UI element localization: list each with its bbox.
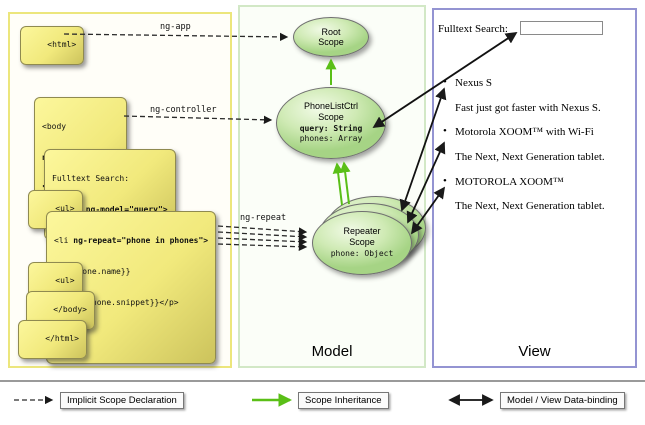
scope-prop-phone: phone: Object <box>330 249 394 259</box>
code-text: <li <box>54 235 74 245</box>
legend-scope-inheritance: Scope Inheritance <box>298 392 389 409</box>
list-item: • Nexus S <box>442 76 632 90</box>
phone-name: Motorola XOOM™ with Wi-Fi <box>455 126 594 139</box>
code-text: <html> <box>47 40 77 50</box>
code-line: <p>{{phone.snippet}}</p> <box>63 298 179 308</box>
bullet-icon: • <box>443 125 447 138</box>
code-text: <ul> <box>55 204 75 214</box>
phone-desc: The Next, Next Generation tablet. <box>455 200 605 213</box>
view-search-label: Fulltext Search: <box>438 23 508 35</box>
legend-data-binding: Model / View Data-binding <box>500 392 625 409</box>
scope-prop-query: query: String <box>299 123 363 133</box>
view-phone-list: • Nexus S Fast just got faster with Nexu… <box>442 76 632 225</box>
code-html-open: <html> <box>20 26 85 66</box>
bullet-icon: • <box>443 174 447 187</box>
code-text: <ul> <box>55 276 75 286</box>
scope-title: Root Scope <box>318 26 344 47</box>
list-item: • Motorola XOOM™ with Wi-Fi <box>442 125 632 139</box>
code-text: </body> <box>53 305 87 315</box>
code-line: Fulltext Search: <box>52 173 130 183</box>
code-text: ng-repeat="phone in phones"> <box>73 235 209 245</box>
legend-implicit-scope: Implicit Scope Declaration <box>60 392 184 409</box>
repeater-scope-ellipse: Repeater Scope phone: Object <box>312 211 412 275</box>
phone-desc: The Next, Next Generation tablet. <box>455 150 605 163</box>
list-item: • MOTOROLA XOOM™ <box>442 174 632 189</box>
model-panel: Model <box>238 5 426 368</box>
code-html-close: </html> <box>18 320 87 360</box>
root-scope-ellipse: Root Scope <box>293 17 369 57</box>
scope-title: PhoneListCtrl Scope <box>303 101 359 122</box>
phonelistctrl-scope-ellipse: PhoneListCtrl Scope query: String phones… <box>276 87 386 159</box>
scope-prop-phones: phones: Array <box>299 134 363 144</box>
scope-title: Repeater Scope <box>343 226 381 247</box>
code-line: <li ng-repeat="phone in phones"> <box>54 236 208 246</box>
model-panel-title: Model <box>311 343 353 360</box>
legend-divider <box>0 380 645 382</box>
code-line: {{phone.name}} <box>63 266 131 276</box>
phone-name: Nexus S <box>455 77 492 89</box>
phone-desc: Fast just got faster with Nexus S. <box>455 101 601 114</box>
code-line: <body <box>42 121 67 131</box>
code-text: </html> <box>45 334 79 344</box>
bullet-icon: • <box>443 76 447 88</box>
view-search-input[interactable] <box>520 21 603 35</box>
ng-app-label: ng-app <box>160 22 191 32</box>
view-panel-title: View <box>518 343 551 360</box>
phone-name: MOTOROLA XOOM™ <box>455 175 564 188</box>
ng-controller-label: ng-controller <box>150 105 217 115</box>
ng-repeat-label: ng-repeat <box>240 213 287 223</box>
